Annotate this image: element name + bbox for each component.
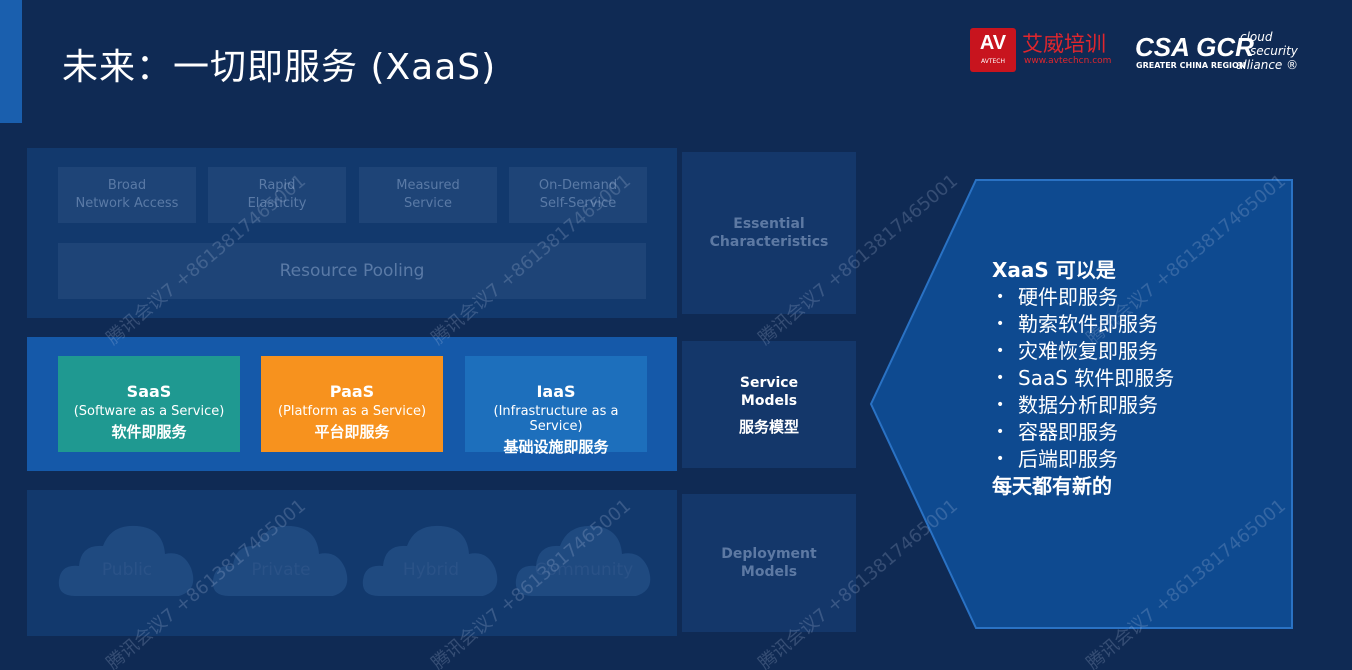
xaas-item-text: 容器即服务 (1018, 420, 1118, 444)
iaas-cn: 基础设施即服务 (503, 438, 609, 456)
service-label-l1: Service (739, 374, 799, 391)
csa-cloud-l1: cloud (1240, 30, 1273, 44)
xaas-panel-text: XaaS 可以是 • 硬件即服务 • 勒索软件即服务 • 灾难恢复即服务 • SaaS … (992, 257, 1174, 500)
essential-label: Essential Characteristics (682, 152, 856, 314)
char-line1: Broad (107, 178, 147, 193)
slide-title: 未来：一切即服务 (XaaS) (62, 47, 497, 88)
paas-cn: 平台即服务 (314, 423, 390, 441)
avtech-logo: AV AVTECH (970, 28, 1016, 72)
paas-desc: (Platform as a Service) (277, 404, 427, 419)
xaas-item: • SaaS 软件即服务 (992, 365, 1174, 392)
service-label-cn: 服务模型 (738, 417, 799, 436)
char-broad-network-access: Broad Network Access (58, 167, 196, 223)
char-on-demand-self-service: On-Demand Self-Service (509, 167, 647, 223)
char-line2: Self-Service (539, 196, 617, 211)
saas-cn: 软件即服务 (111, 423, 187, 441)
char-line2: Elasticity (247, 196, 307, 211)
saas-desc: (Software as a Service) (73, 404, 225, 419)
cloud-icon (58, 525, 194, 596)
iaas-name: IaaS (536, 382, 576, 401)
cloud-icon (212, 525, 348, 596)
accent-bar (0, 0, 22, 123)
saas-name: SaaS (126, 382, 172, 401)
deployment-community-label: Community (534, 560, 634, 580)
char-line1: On-Demand (538, 178, 618, 193)
char-measured-service: Measured Service (359, 167, 497, 223)
avtech-logo-mark: AV (979, 32, 1007, 54)
xaas-item: • 灾难恢复即服务 (992, 338, 1174, 365)
training-url: www.avtechcn.com (1024, 56, 1112, 66)
avtech-logo-small: AVTECH (981, 58, 1005, 65)
xaas-item-text: SaaS 软件即服务 (1018, 366, 1175, 390)
csa-cloud-text: cloud security alliance ® (1236, 30, 1298, 72)
cloud-icon (515, 525, 651, 596)
deployment-label-l1: Deployment (721, 546, 817, 562)
char-line2: Network Access (75, 196, 179, 211)
cloud-private: Private (211, 520, 351, 598)
xaas-footer: 每天都有新的 (992, 474, 1112, 498)
essential-label-l1: Essential (733, 216, 805, 232)
cloud-public: Public (57, 520, 197, 598)
cloud-community: Community (514, 520, 654, 598)
bullet-icon: • (996, 451, 1005, 467)
resource-pooling: Resource Pooling (58, 243, 646, 299)
saas-box: SaaS (Software as a Service) 软件即服务 (58, 356, 240, 452)
char-line1: Measured (396, 178, 460, 193)
essential-label-l2: Characteristics (709, 234, 829, 250)
xaas-panel-shape (869, 179, 1293, 629)
iaas-desc: (Infrastructure as a Service) (493, 404, 619, 434)
csa-logo-sub: GREATER CHINA REGION (1136, 61, 1246, 70)
paas-name: PaaS (329, 382, 375, 401)
xaas-heading: XaaS 可以是 (992, 258, 1116, 282)
bullet-icon: • (996, 289, 1005, 305)
csa-logo: CSA GCR (1135, 32, 1254, 62)
xaas-item-text: 灾难恢复即服务 (1018, 339, 1158, 363)
iaas-box: IaaS (Infrastructure as a Service) 基础设施即… (465, 356, 647, 456)
char-line1: Rapid (258, 178, 296, 193)
cloud-icon (362, 525, 498, 596)
service-models-label: Service Models 服务模型 (682, 341, 856, 468)
xaas-item: • 后端即服务 (992, 446, 1174, 473)
deployment-label-l2: Models (740, 564, 798, 580)
xaas-item: • 数据分析即服务 (992, 392, 1174, 419)
service-label-l2: Models (740, 392, 798, 409)
xaas-item: • 硬件即服务 (992, 284, 1174, 311)
csa-cloud-l2: security (1250, 44, 1298, 58)
xaas-item-text: 后端即服务 (1018, 447, 1118, 471)
xaas-item: • 勒索软件即服务 (992, 311, 1174, 338)
deployment-private-label: Private (251, 560, 311, 580)
xaas-item-text: 数据分析即服务 (1018, 393, 1158, 417)
deployment-public-label: Public (101, 560, 153, 580)
bullet-icon: • (996, 397, 1005, 413)
bullet-icon: • (996, 343, 1005, 359)
char-line2: Service (403, 196, 453, 211)
csa-cloud-l3: alliance ® (1236, 58, 1299, 72)
bullet-icon: • (996, 316, 1005, 332)
deployment-hybrid-label: Hybrid (402, 560, 460, 580)
xaas-item: • 容器即服务 (992, 419, 1174, 446)
training-name: 艾威培训 (1022, 32, 1106, 56)
char-rapid-elasticity: Rapid Elasticity (208, 167, 346, 223)
xaas-item-text: 勒索软件即服务 (1018, 312, 1158, 336)
deployment-label: Deployment Models (682, 494, 856, 632)
bullet-icon: • (996, 370, 1005, 386)
cloud-hybrid: Hybrid (361, 520, 501, 598)
bullet-icon: • (996, 424, 1005, 440)
paas-box: PaaS (Platform as a Service) 平台即服务 (261, 356, 443, 452)
xaas-item-text: 硬件即服务 (1018, 285, 1118, 309)
